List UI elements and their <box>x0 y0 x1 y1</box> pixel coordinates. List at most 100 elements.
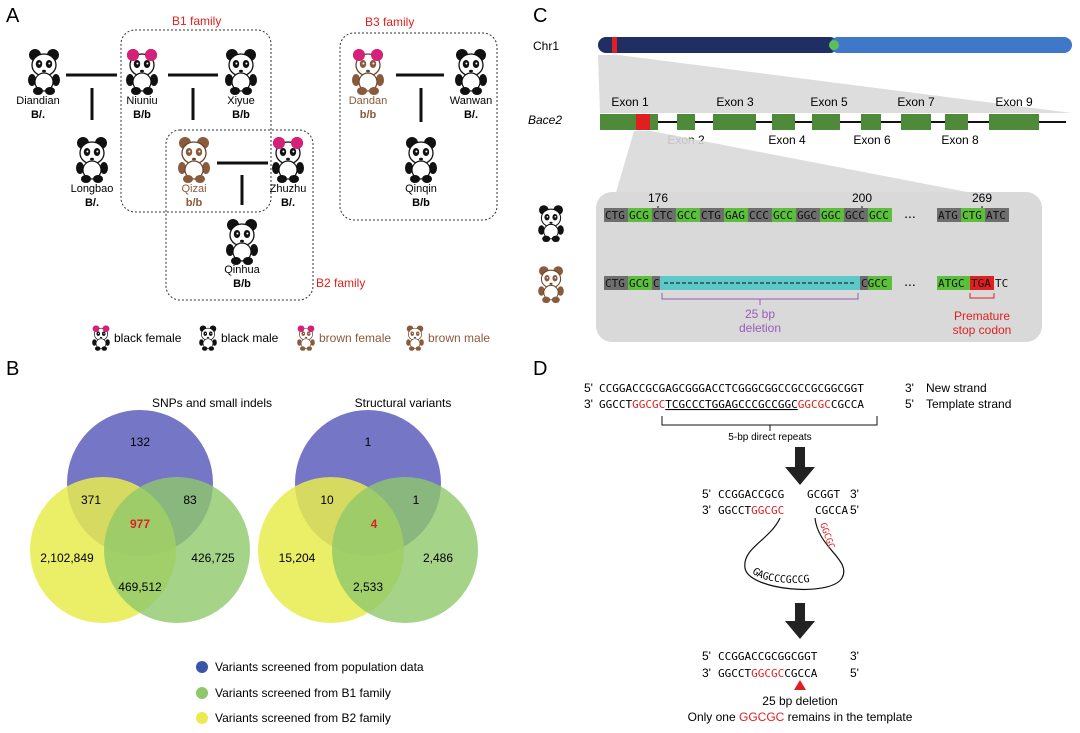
codon-box <box>604 208 628 222</box>
panel-label-c: C <box>533 5 547 27</box>
deletion-site-marker <box>794 680 806 690</box>
codon-text: ATC <box>986 209 1006 222</box>
legend-black-male: black male <box>198 325 279 352</box>
loop-sequence: GAGCCCGCCG <box>750 566 810 586</box>
legend-brown-female: brown female <box>296 325 391 352</box>
codon-text: GGC <box>821 209 841 222</box>
venn-count-b1-b2: 469,512 <box>118 580 162 594</box>
svg-text:3': 3' <box>702 503 711 517</box>
new-strand-label: New strand <box>926 381 987 395</box>
panda-genotype: B/b <box>232 109 250 121</box>
panda-genotype: b/b <box>360 109 377 121</box>
codon-box <box>676 208 700 222</box>
position-label: 200 <box>852 191 872 205</box>
venn-sv-title: Structural variants <box>355 396 452 410</box>
panda-genotype: B/. <box>31 109 45 121</box>
panda-genotype: B/. <box>85 197 99 209</box>
panda-name: Xiyue <box>227 95 255 107</box>
panda-genotype: B/. <box>281 197 295 209</box>
dna-loop <box>744 517 845 591</box>
legend-black-female: black female <box>91 325 182 352</box>
venn-snp: 132 371 83 977 2,102,849 469,512 426,725 <box>30 410 250 623</box>
exon-7 <box>901 114 931 130</box>
exon-label: Exon 5 <box>810 95 848 109</box>
step2-top: 5' CCGGACCGCG GCGGT 3' <box>702 487 859 501</box>
panda-genotype: b/b <box>186 197 203 209</box>
chromosome <box>598 37 1072 53</box>
panda-name: Wanwan <box>450 95 492 107</box>
gene-name: Bace2 <box>528 113 562 127</box>
panda-name: Diandian <box>16 95 59 107</box>
panda-name: Longbao <box>71 183 114 195</box>
exon-label: Exon 1 <box>611 95 649 109</box>
exon-label: Exon 3 <box>716 95 754 109</box>
panel-label-a: A <box>6 5 20 27</box>
codon-text: CTC <box>653 209 673 222</box>
panda-name: Dandan <box>349 95 388 107</box>
b2-family-label: B2 family <box>316 276 365 290</box>
panda-genotype: B/b <box>133 109 151 121</box>
exons <box>600 114 1039 130</box>
panda-qinqin <box>404 136 438 184</box>
panda-wanwan <box>454 48 488 96</box>
svg-text:3': 3' <box>850 487 859 501</box>
exon-2 <box>677 114 695 130</box>
arrow-down-2 <box>785 603 815 639</box>
codon-text: CTG <box>962 209 982 222</box>
legend-swatch-b1 <box>196 687 208 699</box>
codon-text: GAG <box>725 209 745 222</box>
codon-box <box>844 208 868 222</box>
svg-text:CGCCA: CGCCA <box>815 504 848 517</box>
position-label: 176 <box>648 191 668 205</box>
codon-text: GCG <box>629 209 649 222</box>
venn-count-pop: 132 <box>130 435 150 449</box>
codon-box <box>628 208 652 222</box>
svg-text:5': 5' <box>702 487 711 501</box>
stop-bracket <box>969 293 995 299</box>
b3-family-box <box>339 32 498 221</box>
seq-mutant-panda <box>537 265 565 304</box>
legend-swatch-b2 <box>196 712 208 724</box>
svg-text:3': 3' <box>850 649 859 663</box>
venn-count-pop: 1 <box>365 435 372 449</box>
strand-row-new: 5' CCGGACCGCGAGCGGGACCTCGGGCGGCCGCCGCGGC… <box>584 381 987 395</box>
new-strand-seq: CCGGACCGCGAGCGGGACCTCGGGCGGCCGCCGCGGCGGT <box>599 382 864 395</box>
panda-zhuzhu <box>271 136 305 184</box>
legend-label: Variants screened from B2 family <box>215 711 391 725</box>
panda-name: Niuniu <box>126 95 157 107</box>
exon-1-mutation <box>636 114 650 130</box>
exon-9 <box>989 114 1039 130</box>
position-label: 269 <box>972 191 992 205</box>
codon-text: GCC <box>845 209 865 222</box>
exon-4 <box>772 114 795 130</box>
svg-text:5': 5' <box>850 666 859 680</box>
codon-box <box>985 208 1009 222</box>
codon-box <box>796 208 820 222</box>
svg-text:GGCCTGGCGCCGCCA: GGCCTGGCGCCGCCA <box>718 667 818 680</box>
seq-reference-panda <box>537 204 565 243</box>
mutant-codon: C <box>653 277 660 290</box>
panda-genotype: B/b <box>233 278 251 290</box>
venn-count-b1: 2,486 <box>423 551 453 565</box>
b3-family-label: B3 family <box>365 15 414 29</box>
zoom-wedge-chr <box>598 55 1072 113</box>
legend-label: black male <box>221 331 279 345</box>
legend-label: black female <box>114 331 182 345</box>
codon-text: GCC <box>869 209 889 222</box>
step2-bottom: 3' GGCCTGGCGC CGCCA 5' <box>702 503 859 517</box>
svg-text:GGCCTGGCGC: GGCCTGGCGC <box>718 504 784 517</box>
venn-legend: Variants screened from population data V… <box>196 660 424 725</box>
codon-text: GCC <box>773 209 793 222</box>
legend-label: brown female <box>319 331 391 345</box>
sequence-box <box>596 192 1042 342</box>
codon-text: GGC <box>797 209 817 222</box>
exon-label: Exon 7 <box>897 95 935 109</box>
bace2-locus-marker <box>612 37 617 53</box>
panda-diandian <box>27 48 61 96</box>
panda-name: Qizai <box>181 183 206 195</box>
pedigree-lines <box>66 73 444 205</box>
caption-remains: Only one GGCGC remains in the template <box>688 710 913 724</box>
codon-box <box>820 208 844 222</box>
